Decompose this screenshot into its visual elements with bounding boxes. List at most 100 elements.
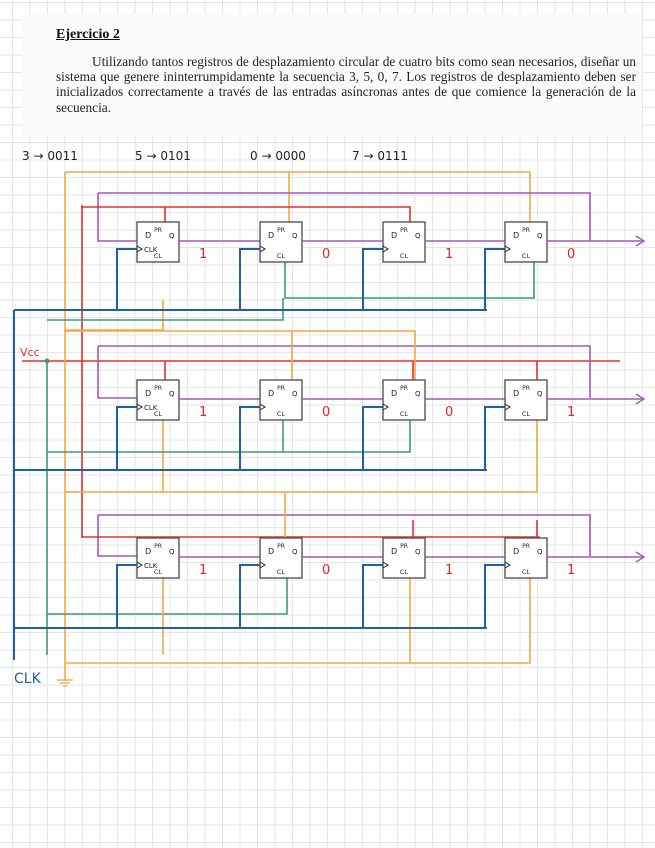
encoding-label-7: 7 → 0111 (352, 149, 408, 163)
encoding-label-5: 5 → 0101 (135, 149, 191, 163)
row2-feedback-into-d1 (97, 346, 137, 399)
row3-feedback-top (98, 514, 591, 556)
pin-q-r1-ff2: Q (292, 232, 298, 240)
clock-triangle-icon-r2-ff4 (504, 403, 511, 411)
flipflop-box-r3-ff4 (504, 537, 548, 579)
row3-clear-bus (47, 578, 288, 615)
pin-cl-r3-ff2: CL (277, 568, 286, 576)
clock-triangle-icon-r3-ff2 (259, 561, 266, 569)
row3-ground-bottom (65, 578, 531, 664)
initial-bit-r1-ff2: 0 (322, 247, 330, 262)
pin-pr-r1-ff2: PR (277, 227, 285, 234)
clock-triangle-icon-r2-ff3 (382, 403, 389, 411)
pin-clk-r3-ff1: CLK (144, 562, 158, 570)
pin-cl-r2-ff1: CL (154, 410, 163, 418)
exercise-statement-box: Ejercicio 2 Utilizando tantos registros … (22, 14, 642, 136)
pin-d-r1-ff3: D (391, 231, 397, 240)
clock-triangle-icon-r3-ff3 (382, 561, 389, 569)
pin-q-r3-ff1: Q (169, 548, 175, 556)
pin-d-r1-ff2: D (268, 231, 274, 240)
initial-bit-r3-ff2: 0 (322, 563, 330, 578)
pin-d-r3-ff2: D (268, 547, 274, 556)
pin-clk-r1-ff1: CLK (144, 246, 158, 254)
pin-cl-r2-ff4: CL (522, 410, 531, 418)
clock-triangle-icon-r3-ff1 (136, 561, 143, 569)
clk-drop-r1-c3 (362, 248, 383, 310)
pin-q-r2-ff2: Q (292, 390, 298, 398)
row1-feedback-top (98, 192, 591, 241)
clk-drop-r3-c1 (116, 564, 137, 628)
pin-pr-r3-ff2: PR (277, 543, 285, 550)
pin-q-r2-ff1: Q (169, 390, 175, 398)
clk-drop-r1-c1 (116, 248, 137, 310)
initial-bit-r2-ff2: 0 (322, 405, 330, 420)
row1-clear-to-vcc (47, 298, 284, 321)
pin-d-r2-ff4: D (513, 389, 519, 398)
pin-d-r3-ff4: D (513, 547, 519, 556)
pin-d-r1-ff1: D (145, 231, 151, 240)
clk-drop-r3-c3 (362, 564, 383, 628)
row3-feedback-into-d1 (97, 515, 137, 557)
pin-pr-r1-ff1: PR (154, 227, 162, 234)
pin-cl-r3-ff1: CL (154, 568, 163, 576)
flipflop-box-r1-ff3 (382, 221, 426, 263)
pin-cl-r1-ff2: CL (277, 252, 286, 260)
row2-clear-bus (47, 420, 411, 453)
output-arrow-icon-r3 (635, 551, 646, 563)
pin-d-r1-ff4: D (513, 231, 519, 240)
initial-bit-r1-ff3: 1 (445, 247, 453, 262)
clock-triangle-icon-r2-ff1 (136, 403, 143, 411)
initial-bit-r1-ff1: 1 (199, 247, 207, 262)
pin-cl-r3-ff4: CL (522, 568, 531, 576)
pin-d-r2-ff3: D (391, 389, 397, 398)
output-arrow-icon-r2 (635, 393, 646, 405)
flipflop-box-r3-ff1 (136, 537, 180, 579)
encoding-label-3: 3 → 0011 (22, 149, 78, 163)
clock-triangle-icon-r3-ff4 (504, 561, 511, 569)
pin-pr-r1-ff3: PR (400, 227, 408, 234)
flipflop-box-r2-ff1 (136, 379, 180, 421)
flipflop-box-r3-ff2 (259, 537, 303, 579)
flipflop-box-r1-ff1 (136, 221, 180, 263)
clock-triangle-icon-r2-ff2 (259, 403, 266, 411)
pin-pr-r2-ff1: PR (154, 385, 162, 392)
pin-q-r2-ff4: Q (537, 390, 543, 398)
clk-drop-r2-c3 (362, 406, 383, 470)
row2-ground-top (65, 330, 416, 380)
exercise-statement: Utilizando tantos registros de desplazam… (56, 54, 636, 115)
pin-cl-r3-ff3: CL (400, 568, 409, 576)
row2-feedback-top (98, 345, 591, 398)
pin-q-r1-ff4: Q (537, 232, 543, 240)
row1-vcc-top (82, 206, 411, 222)
clock-triangle-icon-r1-ff4 (504, 245, 511, 253)
initial-bit-r3-ff3: 1 (445, 563, 453, 578)
initial-bit-r3-ff1: 1 (199, 563, 207, 578)
pin-pr-r3-ff4: PR (522, 543, 530, 550)
clk-drop-r3-c2 (239, 564, 260, 628)
pin-q-r1-ff3: Q (415, 232, 421, 240)
pin-cl-r1-ff4: CL (522, 252, 531, 260)
clk-drop-r3-c4 (484, 564, 505, 628)
pin-pr-r2-ff4: PR (522, 385, 530, 392)
initial-bit-r2-ff1: 1 (199, 405, 207, 420)
vcc-label: Vcc (20, 346, 40, 359)
pin-d-r3-ff1: D (145, 547, 151, 556)
flipflop-box-r1-ff4 (504, 221, 548, 263)
pin-q-r3-ff3: Q (415, 548, 421, 556)
clk-drop-r1-c4 (484, 248, 505, 310)
initial-bit-r2-ff4: 1 (567, 405, 575, 420)
pin-cl-r1-ff1: CL (154, 252, 163, 260)
pin-q-r3-ff4: Q (537, 548, 543, 556)
output-arrow-icon-r1 (635, 235, 646, 247)
clock-triangle-icon-r1-ff2 (259, 245, 266, 253)
pin-q-r3-ff2: Q (292, 548, 298, 556)
pin-q-r2-ff3: Q (415, 390, 421, 398)
pin-d-r2-ff2: D (268, 389, 274, 398)
flipflop-box-r3-ff3 (382, 537, 426, 579)
row1-clear-bus (284, 262, 535, 299)
pin-cl-r1-ff3: CL (400, 252, 409, 260)
pin-pr-r2-ff2: PR (277, 385, 285, 392)
pin-pr-r3-ff3: PR (400, 543, 408, 550)
clk-drop-r2-c1 (116, 406, 137, 470)
